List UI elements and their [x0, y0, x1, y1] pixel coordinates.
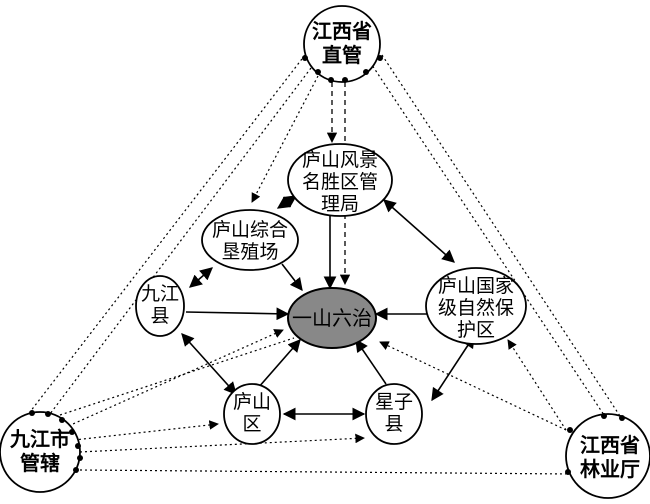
node-jiujiang-county: 九江 县: [135, 275, 185, 337]
direct-links: [251, 75, 351, 286]
node-scenic-bureau: 庐山风景 名胜区管 理局: [287, 143, 393, 217]
jiangxi-direct-line1: 江西省: [312, 19, 372, 43]
scenic-bureau-line2: 名胜区管: [302, 171, 378, 193]
nature-reserve-line1: 庐山国家: [438, 275, 514, 297]
jiujiang-city-line2: 管辖: [20, 451, 60, 475]
scenic-bureau-line1: 庐山风景: [302, 149, 378, 171]
node-jiujiang-city: 九江市 管辖: [0, 411, 81, 493]
node-jiangxi-forestry: 江西省 林业厅: [565, 413, 650, 499]
node-center: 一山六治: [287, 287, 377, 349]
jiujiang-county-line2: 县: [150, 305, 169, 327]
node-xingzi-county: 星子 县: [365, 383, 423, 445]
scenic-bureau-line3: 理局: [321, 193, 359, 215]
jiangxi-direct-line2: 直管: [322, 43, 362, 67]
jiujiang-county-line1: 九江: [141, 283, 179, 305]
node-lushan-district: 庐山 区: [223, 383, 281, 445]
outer-links: [29, 54, 621, 475]
lushan-district-line1: 庐山: [233, 391, 271, 413]
xingzi-county-line2: 县: [384, 413, 403, 435]
node-reclamation-farm: 庐山综合 垦殖场: [201, 209, 299, 271]
xingzi-county-line1: 星子: [375, 391, 413, 413]
reclamation-farm-line1: 庐山综合: [212, 219, 288, 241]
inner-links: [181, 195, 475, 421]
node-nature-reserve: 庐山国家 级自然保 护区: [425, 267, 527, 345]
forestry-links: [379, 339, 567, 431]
city-links: [59, 329, 365, 453]
jiujiang-city-line1: 九江市: [9, 427, 70, 451]
connector-dots: [29, 55, 625, 475]
center-label: 一山六治: [292, 306, 372, 330]
nature-reserve-line3: 护区: [457, 319, 495, 341]
jiangxi-forestry-line1: 江西省: [580, 433, 640, 457]
nature-reserve-line2: 级自然保: [438, 297, 514, 319]
node-jiangxi-direct: 江西省 直管: [303, 5, 381, 83]
reclamation-farm-line2: 垦殖场: [221, 241, 278, 263]
jiangxi-forestry-line2: 林业厅: [580, 457, 640, 481]
lushan-district-line2: 区: [242, 413, 261, 435]
